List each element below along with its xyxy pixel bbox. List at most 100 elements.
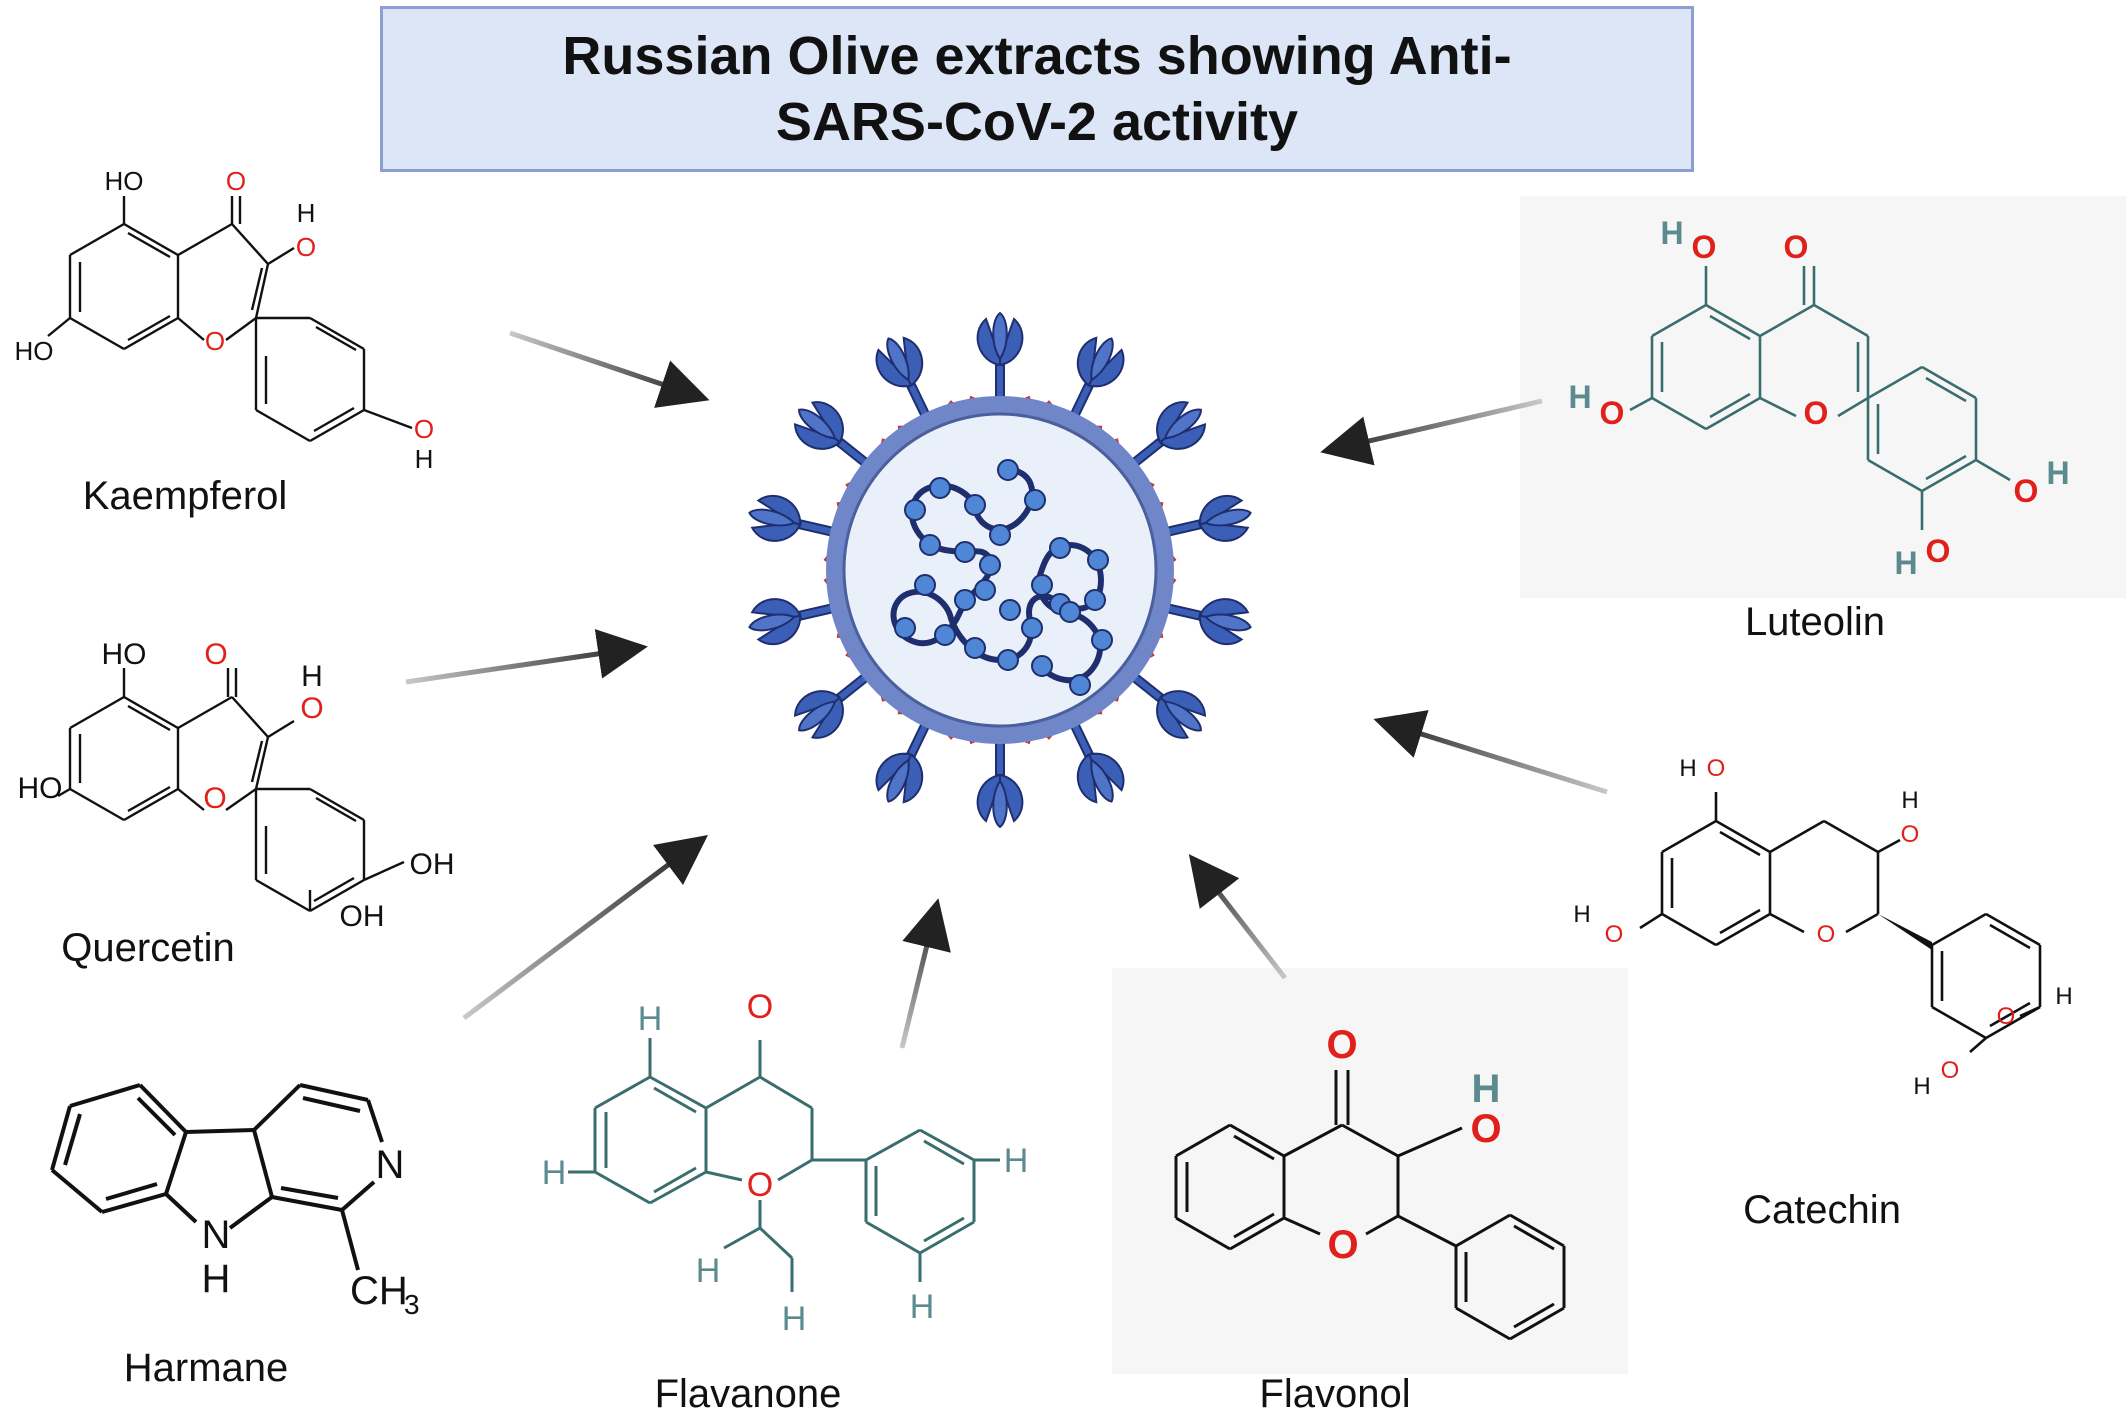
label-kaempferol: Kaempferol xyxy=(82,474,288,518)
atom-label: H xyxy=(1679,755,1696,782)
atom-label: O xyxy=(2014,473,2039,509)
atom-label: H xyxy=(910,1288,935,1326)
nucleocapsid-bead xyxy=(979,554,1001,576)
nucleocapsid-bead xyxy=(1087,549,1109,571)
atom-label: HO xyxy=(102,638,147,671)
atom-label: H xyxy=(638,1000,663,1038)
catechin-structure xyxy=(1639,792,2042,1053)
atom-label: O xyxy=(1326,1023,1357,1067)
coronavirus-icon xyxy=(748,311,1252,829)
atom-label: H xyxy=(696,1252,721,1290)
atom-label: H xyxy=(542,1154,567,1192)
atom-label: H xyxy=(1568,379,1591,415)
atom-label: O xyxy=(1605,921,1624,948)
nucleocapsid-bead xyxy=(997,459,1019,481)
quercetin-atoms: HO O H O O HO OH OH xyxy=(18,638,455,933)
nucleocapsid-bead xyxy=(997,649,1019,671)
nucleocapsid-bead xyxy=(999,599,1021,621)
label-flavonol: Flavonol xyxy=(1259,1372,1411,1416)
atom-label: O xyxy=(1600,395,1625,431)
atom-label: CH xyxy=(350,1269,408,1313)
atom-label: O xyxy=(747,1166,773,1204)
spike-protein xyxy=(1066,715,1125,804)
catechin-atoms: H O H O H O O O H O H xyxy=(1573,755,2072,1100)
luteolin-atoms: H O O H O O O H O H xyxy=(1568,215,2069,581)
atom-label: O xyxy=(1784,229,1809,265)
atom-label: H xyxy=(2046,455,2069,491)
figure-title: Russian Olive extracts showing Anti-SARS… xyxy=(562,26,1512,152)
atom-label: O xyxy=(1901,821,1920,848)
spike-protein xyxy=(1158,598,1252,646)
spike-protein xyxy=(976,734,1024,829)
label-flavanone: Flavanone xyxy=(654,1372,842,1416)
nucleocapsid-bead xyxy=(964,637,986,659)
nucleocapsid-beads xyxy=(894,459,1113,696)
arrow-flavonol xyxy=(1188,854,1287,980)
atom-label: O xyxy=(414,414,434,444)
atom-label: N xyxy=(376,1143,405,1187)
label-catechin: Catechin xyxy=(1743,1188,1901,1232)
atom-label: O xyxy=(203,782,226,815)
atom-label: O xyxy=(1804,395,1829,431)
quercetin-structure xyxy=(57,668,405,913)
atom-label: H xyxy=(202,1257,231,1301)
nucleocapsid-bead xyxy=(1049,537,1071,559)
spike-protein xyxy=(875,715,934,804)
nucleocapsid-bead xyxy=(1069,674,1091,696)
atom-label: O xyxy=(1707,755,1726,782)
atom-label: HO xyxy=(15,336,54,366)
arrow-quercetin xyxy=(405,629,648,685)
harmane-structure xyxy=(50,1083,384,1271)
atom-label: HO xyxy=(105,166,144,196)
atom-label: H xyxy=(1472,1067,1501,1111)
harmane-atoms: N N H CH 3 xyxy=(202,1143,420,1320)
nucleocapsid-bead xyxy=(989,524,1011,546)
arrow-luteolin xyxy=(1320,398,1543,466)
nucleocapsid-bead xyxy=(974,579,996,601)
arrow-kaempferol xyxy=(509,330,710,408)
atom-label: O xyxy=(1817,921,1836,948)
nucleocapsid-bead xyxy=(919,534,941,556)
nucleocapsid-bead xyxy=(954,589,976,611)
nucleocapsid-bead xyxy=(914,574,936,596)
atom-label: HO xyxy=(18,772,63,805)
spike-protein xyxy=(1066,336,1125,425)
spike-protein xyxy=(793,668,875,739)
atom-label: H xyxy=(301,660,323,693)
atom-label: H xyxy=(1901,787,1918,814)
atom-label: H xyxy=(782,1300,807,1338)
atom-label: H xyxy=(1004,1142,1029,1180)
flavanone-structure xyxy=(568,1038,1000,1292)
atom-label: O xyxy=(226,166,246,196)
atom-label: O xyxy=(204,638,227,671)
flavonol-panel xyxy=(1112,968,1628,1374)
atom-label: O xyxy=(1926,533,1951,569)
atom-label: O xyxy=(1997,1003,2016,1030)
atom-label: O xyxy=(300,692,323,725)
atom-label: H xyxy=(2055,983,2072,1010)
luteolin-panel xyxy=(1520,196,2126,598)
atom-label: H xyxy=(415,444,434,474)
nucleocapsid-bead xyxy=(1059,601,1081,623)
spike-protein xyxy=(1125,668,1207,739)
nucleocapsid-bead xyxy=(954,541,976,563)
spike-protein xyxy=(748,494,842,542)
atom-label: O xyxy=(296,232,316,262)
luteolin-structure xyxy=(1629,266,2011,530)
atom-label: O xyxy=(1327,1223,1358,1267)
atom-label: N xyxy=(202,1213,231,1257)
label-quercetin: Quercetin xyxy=(61,926,235,970)
nucleocapsid-bead xyxy=(904,499,926,521)
atom-label: H xyxy=(297,198,316,228)
kaempferol-structure xyxy=(47,196,413,443)
virus-envelope xyxy=(826,396,1174,744)
atom-label: O xyxy=(1470,1107,1501,1151)
atom-label: OH xyxy=(340,900,385,933)
nucleocapsid-bead xyxy=(934,624,956,646)
nucleocapsid-bead xyxy=(894,617,916,639)
atom-label: O xyxy=(205,326,225,356)
atom-label: 3 xyxy=(404,1289,420,1320)
nucleocapsid-bead xyxy=(1024,489,1046,511)
nucleocapsid-bead xyxy=(964,494,986,516)
